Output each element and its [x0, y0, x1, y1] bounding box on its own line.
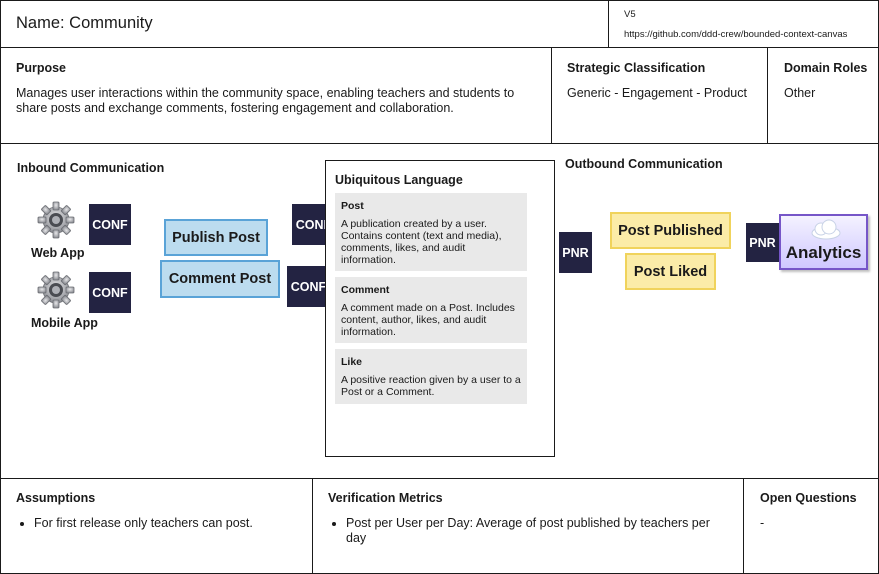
header-divider [0, 47, 879, 48]
assumptions-list: For first release only teachers can post… [16, 516, 301, 531]
metrics-divider [743, 478, 744, 574]
analytics-pnr-badge: PNR [746, 223, 779, 262]
web-app-label: Web App [31, 246, 85, 260]
purpose-title: Purpose [16, 61, 67, 75]
strategic-title: Strategic Classification [567, 61, 706, 75]
term-post: Post A publication created by a user. Co… [335, 193, 527, 271]
metrics-title: Verification Metrics [328, 491, 443, 505]
purpose-text: Manages user interactions within the com… [16, 86, 515, 115]
metrics-list: Post per User per Day: Average of post p… [328, 516, 728, 546]
term-description: A comment made on a Post. Includes conte… [341, 302, 515, 338]
gear-icon [36, 200, 76, 240]
assumption-item: For first release only teachers can post… [34, 516, 301, 531]
row-divider-2 [0, 478, 879, 479]
cloud-icon [809, 219, 843, 241]
analytics-label: Analytics [785, 243, 862, 262]
template-url[interactable]: https://github.com/ddd-crew/bounded-cont… [624, 29, 848, 40]
post-liked-event[interactable]: Post Liked [625, 253, 716, 290]
version-label: V5 [624, 9, 636, 20]
outbound-title: Outbound Communication [565, 157, 723, 171]
term-name: Post [341, 200, 364, 212]
comment-post-conf-badge: CONF [287, 266, 330, 307]
term-comment: Comment A comment made on a Post. Includ… [335, 277, 527, 343]
header-divider-vertical [608, 0, 609, 47]
mobile-app-conf-badge: CONF [89, 272, 131, 313]
open-questions-text: - [760, 516, 765, 530]
outbound-pnr-badge: PNR [559, 232, 592, 273]
row-divider-1 [0, 143, 879, 144]
term-like: Like A positive reaction given by a user… [335, 349, 527, 404]
assumptions-divider [312, 478, 313, 574]
term-description: A positive reaction given by a user to a… [341, 374, 521, 398]
domain-roles-text: Other [784, 86, 816, 100]
post-published-event[interactable]: Post Published [610, 212, 731, 249]
ubiquitous-language-title: Ubiquitous Language [335, 173, 463, 187]
web-app-conf-badge: CONF [89, 204, 131, 245]
comment-post-command[interactable]: Comment Post [160, 260, 280, 298]
publish-post-command[interactable]: Publish Post [164, 219, 268, 256]
purpose-divider [551, 47, 552, 143]
term-name: Like [341, 356, 363, 368]
analytics-system[interactable]: Analytics [779, 214, 868, 270]
context-name: Name: Community [16, 14, 153, 32]
strategic-text: Generic - Engagement - Product [567, 86, 747, 100]
mobile-app-label: Mobile App [31, 316, 98, 330]
gear-icon [36, 270, 76, 310]
domain-roles-title: Domain Roles [784, 61, 868, 75]
strategic-divider [767, 47, 768, 143]
ubiquitous-language-panel: Ubiquitous Language Post A publication c… [325, 160, 555, 457]
assumptions-title: Assumptions [16, 491, 96, 505]
inbound-title: Inbound Communication [17, 161, 165, 175]
metric-item: Post per User per Day: Average of post p… [346, 516, 728, 546]
term-name: Comment [341, 284, 390, 296]
open-questions-title: Open Questions [760, 491, 857, 505]
term-description: A publication created by a user. Contain… [341, 218, 502, 266]
